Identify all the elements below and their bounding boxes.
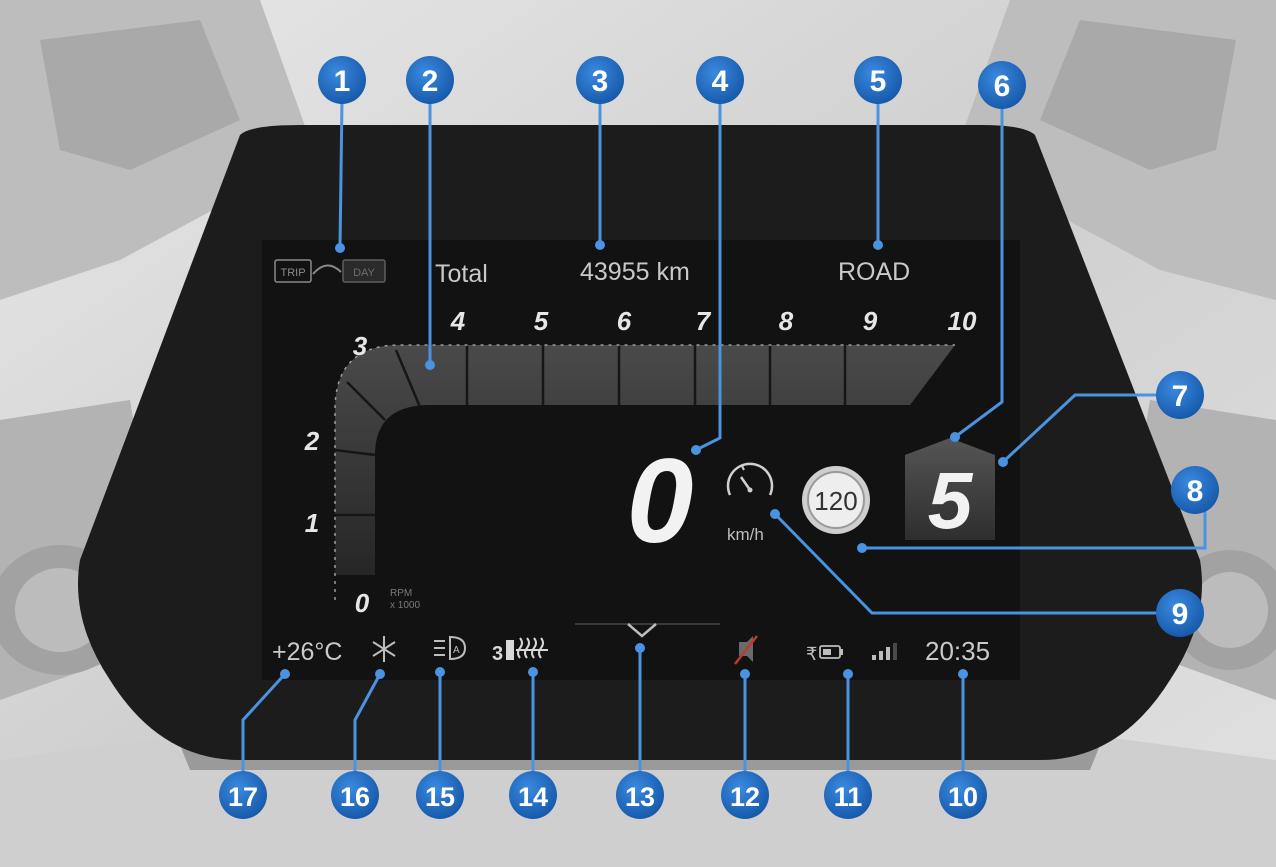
trip-badge-right: DAY — [353, 267, 375, 279]
heated-grip-level: 3 — [492, 643, 503, 665]
gear-indicator: 5 — [905, 438, 995, 545]
trip-label: Total — [435, 260, 488, 288]
tacho-label-6: 6 — [617, 306, 632, 336]
callout-9-label: 9 — [1172, 598, 1189, 631]
rpm-unit-line2: x 1000 — [390, 600, 420, 611]
callout-6-label: 6 — [994, 70, 1011, 103]
tacho-label-8: 8 — [779, 306, 794, 336]
callout-2-label: 2 — [422, 65, 439, 98]
callout-14: 14 — [509, 771, 557, 819]
callout-7: 7 — [1156, 371, 1204, 419]
tacho-label-1: 1 — [305, 508, 319, 538]
callout-6: 6 — [978, 61, 1026, 109]
svg-text:₹: ₹ — [806, 644, 817, 664]
callout-12-label: 12 — [730, 782, 760, 812]
callout-10-label: 10 — [948, 782, 978, 812]
callout-5: 5 — [854, 56, 902, 104]
ambient-temp: +26°C — [272, 638, 342, 666]
callout-1: 1 — [318, 56, 366, 104]
odometer-value: 43955 km — [580, 258, 690, 286]
tacho-label-4: 4 — [450, 306, 466, 336]
tacho-label-7: 7 — [696, 306, 712, 336]
callout-14-label: 14 — [518, 782, 548, 812]
riding-mode: ROAD — [838, 258, 910, 286]
callout-12: 12 — [721, 771, 769, 819]
callout-11-label: 11 — [834, 782, 863, 812]
callout-16: 16 — [331, 771, 379, 819]
clock-display: 20:35 — [925, 636, 990, 666]
callout-2: 2 — [406, 56, 454, 104]
callout-1-label: 1 — [334, 65, 351, 98]
gear-value: 5 — [928, 456, 974, 545]
callout-15-label: 15 — [425, 782, 455, 812]
speed-value: 0 — [627, 434, 694, 568]
trip-badge-left: TRIP — [280, 267, 305, 279]
tacho-label-3: 3 — [353, 331, 368, 361]
svg-text:A: A — [453, 645, 460, 656]
tacho-label-2: 2 — [304, 426, 320, 456]
callout-8-label: 8 — [1187, 475, 1204, 508]
callout-16-label: 16 — [340, 782, 370, 812]
rpm-unit-line1: RPM — [390, 588, 412, 599]
callout-13: 13 — [616, 771, 664, 819]
callout-10: 10 — [939, 771, 987, 819]
callout-17-label: 17 — [228, 782, 258, 812]
callout-4: 4 — [696, 56, 744, 104]
callout-9: 9 — [1156, 589, 1204, 637]
callout-7-label: 7 — [1172, 380, 1189, 413]
speed-limit-value: 120 — [814, 486, 857, 516]
tacho-label-9: 9 — [863, 306, 878, 336]
callout-4-label: 4 — [712, 65, 729, 98]
tacho-label-5: 5 — [534, 306, 549, 336]
callout-11: 11 — [824, 771, 872, 819]
tacho-label-10: 10 — [948, 306, 977, 336]
speed-limit-sign: 120 — [802, 466, 870, 534]
callout-13-label: 13 — [625, 782, 655, 812]
callout-3-label: 3 — [592, 65, 609, 98]
callout-15: 15 — [416, 771, 464, 819]
speed-unit: km/h — [727, 525, 764, 544]
callout-5-label: 5 — [870, 65, 887, 98]
tacho-label-0: 0 — [355, 588, 370, 618]
leader-1 — [340, 100, 342, 248]
callout-3: 3 — [576, 56, 624, 104]
callout-17: 17 — [219, 771, 267, 819]
callout-8: 8 — [1171, 466, 1219, 514]
